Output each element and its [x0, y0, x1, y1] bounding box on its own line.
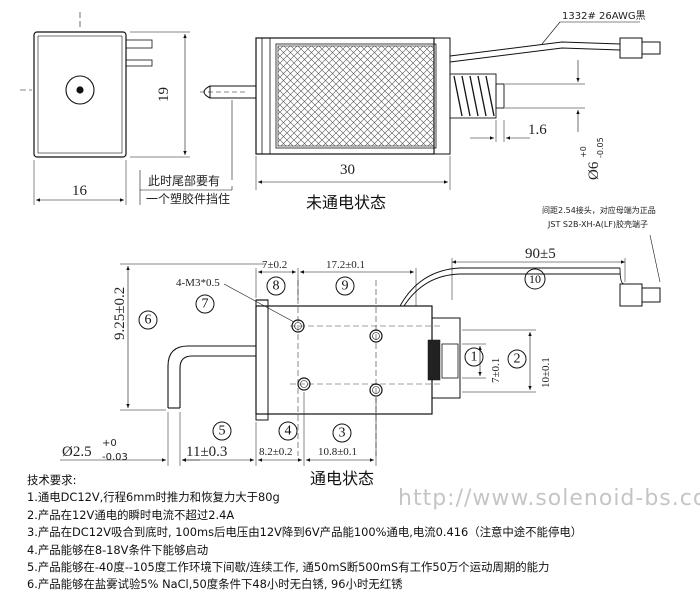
connector-note-line2: JST S2B-XH-A(LF)胶壳端子	[547, 219, 648, 229]
dim-length: 30	[340, 162, 355, 178]
dim-height: 19	[156, 87, 172, 102]
requirement-item: 5.产品能够在-40度--105度工作环境下间歇/连续工作, 通50mS断500…	[27, 560, 550, 575]
dim-7-side: 7±0.1	[490, 358, 502, 383]
dim-width-side: 16	[72, 183, 88, 199]
note-tail-line2: 一个塑胶件挡住	[146, 191, 230, 206]
requirements-title: 技术要求:	[27, 473, 77, 487]
watermark: http://www.solenoid-bs.com	[398, 486, 700, 511]
dim-1-6: 1.6	[528, 122, 547, 138]
dim-17-2: 17.2±0.1	[326, 259, 365, 271]
marker-3: 3	[339, 426, 346, 441]
marker-2: 2	[514, 352, 521, 367]
marker-10: 10	[529, 272, 541, 286]
requirement-item: 1.通电DC12V,行程6mm时推力和恢复力大于80g	[27, 490, 280, 505]
dim-phi6: Ø6	[586, 161, 602, 180]
dim-10: 10±0.1	[540, 357, 552, 388]
dim-10-8: 10.8±0.1	[318, 446, 357, 458]
note-tail-line1: 此时尾部要有	[148, 173, 220, 188]
dim-7: 7±0.2	[262, 259, 287, 271]
requirement-item: 6.产品能够在盐雾试验5% NaCl,50度条件下48小时无白锈, 96小时无红…	[27, 577, 403, 592]
tol-phi2-5-upper: +0	[102, 438, 117, 449]
marker-9: 9	[342, 279, 349, 294]
requirement-item: 3.产品在DC12V吸合到底时, 100ms后电压由12V降到6V产品能100%…	[27, 525, 583, 540]
caption-energized: 通电状态	[310, 469, 374, 488]
hole-label: 4-M3*0.5	[176, 277, 220, 289]
marker-6: 6	[145, 313, 152, 328]
dim-9-25: 9.25±0.2	[112, 287, 128, 340]
marker-8: 8	[273, 279, 280, 294]
connector-note-line1: 间距2.54接头，对应母端为正品	[542, 205, 656, 215]
tol-phi2-5-lower: -0.03	[102, 452, 128, 463]
solenoid-unenergized	[139, 21, 661, 205]
side-view	[20, 12, 190, 205]
marker-7: 7	[202, 297, 209, 312]
dim-8-2: 8.2±0.2	[259, 446, 293, 458]
technical-requirements: 技术要求: 1.通电DC12V,行程6mm时推力和恢复力大于80g 2.产品在1…	[27, 472, 697, 594]
requirement-item: 2.产品在12V通电的瞬时电流不超过2.4A	[27, 507, 235, 522]
dim-11: 11±0.3	[186, 444, 227, 460]
dim-phi2-5: Ø2.5	[62, 444, 92, 460]
marker-5: 5	[219, 424, 226, 439]
marker-4: 4	[285, 424, 292, 439]
solenoid-energized	[60, 234, 661, 466]
marker-group	[138, 268, 546, 443]
caption-unenergized: 未通电状态	[306, 193, 386, 212]
tol-phi6-upper: +0	[579, 146, 588, 158]
dim-90: 90±5	[525, 246, 556, 262]
wire-label: 1332# 26AWG黑	[562, 10, 646, 22]
tol-phi6-lower: -0.05	[596, 137, 605, 158]
requirement-item: 4.产品能够在8-18V条件下能够启动	[27, 542, 209, 557]
marker-1: 1	[471, 350, 478, 365]
